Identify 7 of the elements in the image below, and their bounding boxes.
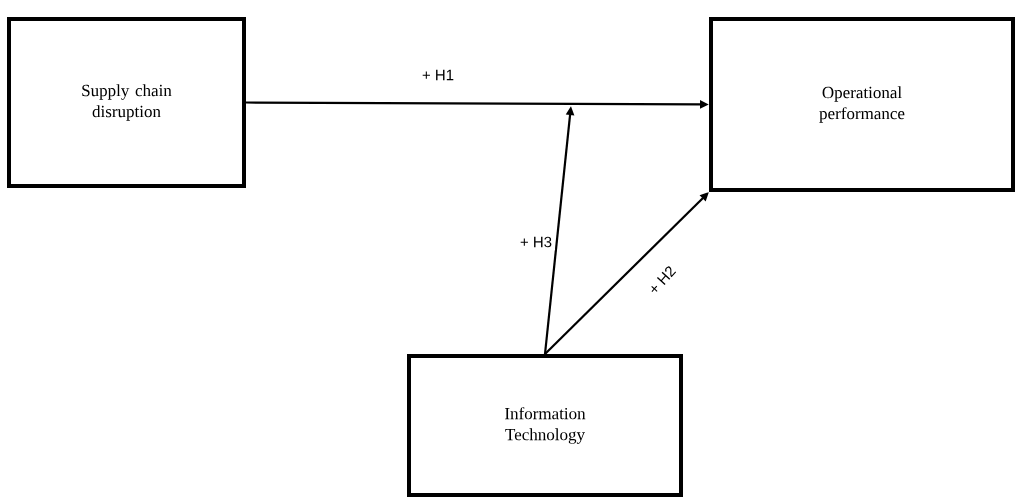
arrow bbox=[544, 192, 709, 355]
edge-label: + H3 bbox=[516, 233, 556, 251]
edge-label: + H2 bbox=[643, 260, 681, 300]
concept-box: Operational performance bbox=[709, 17, 1015, 192]
concept-box: Information Technology bbox=[407, 354, 683, 497]
edge-label: + H1 bbox=[418, 66, 458, 84]
concept-box: Supply chain disruption bbox=[7, 17, 246, 188]
